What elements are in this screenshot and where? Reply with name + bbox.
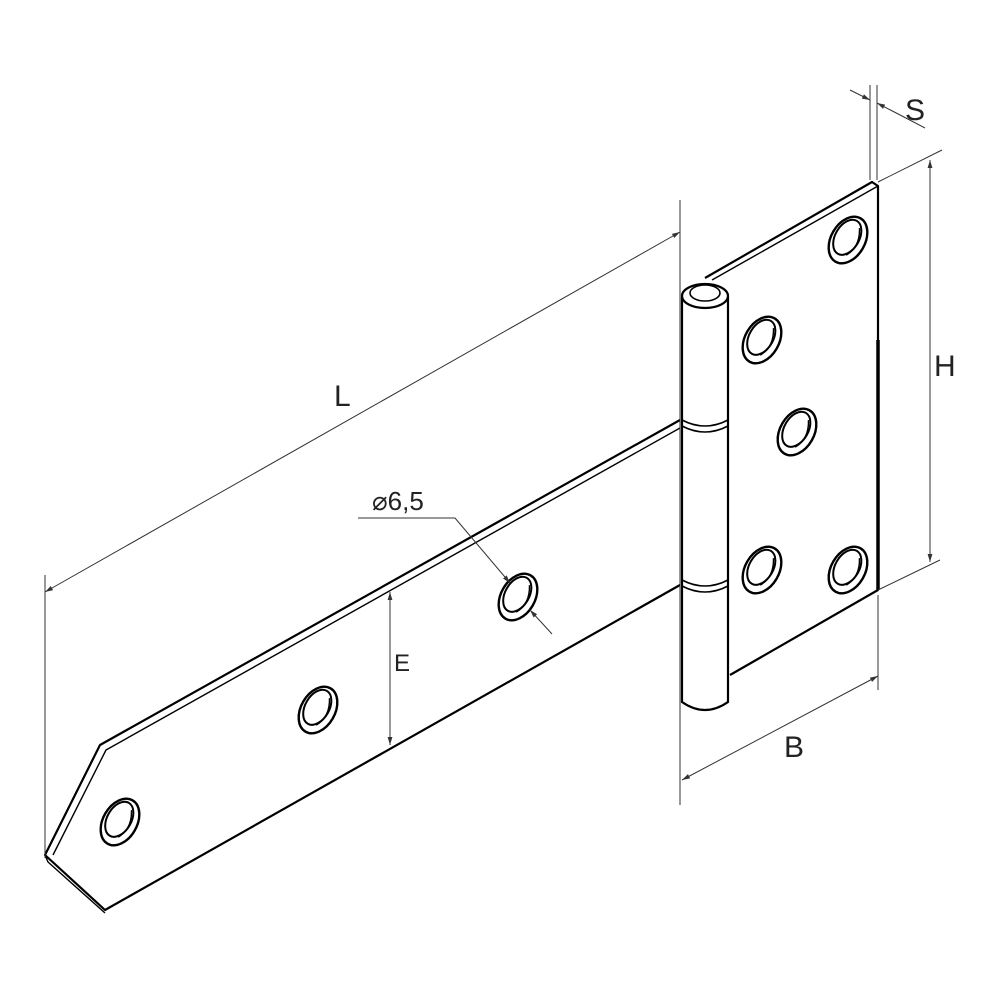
strap-leaf (43, 419, 681, 914)
hole-icon (741, 545, 783, 595)
knuckle-pin (680, 282, 730, 712)
dimension-label-hole-offset: E (394, 650, 411, 677)
hole-icon (99, 797, 141, 847)
dimension-label-thickness: S (905, 94, 926, 127)
dimension-label-length: L (334, 380, 351, 413)
dimension-label-width: B (784, 731, 805, 764)
dimension-label-hole-diameter: ⌀6,5 (372, 486, 424, 516)
dimension-lines (44, 85, 943, 858)
hole-icon (827, 215, 869, 265)
hole-icon (741, 315, 783, 365)
hole-icon (827, 545, 869, 595)
plate-leaf (704, 180, 880, 676)
dimension-label-height: H (934, 350, 956, 383)
hole-icon (776, 407, 818, 457)
hole-icon (297, 685, 339, 735)
